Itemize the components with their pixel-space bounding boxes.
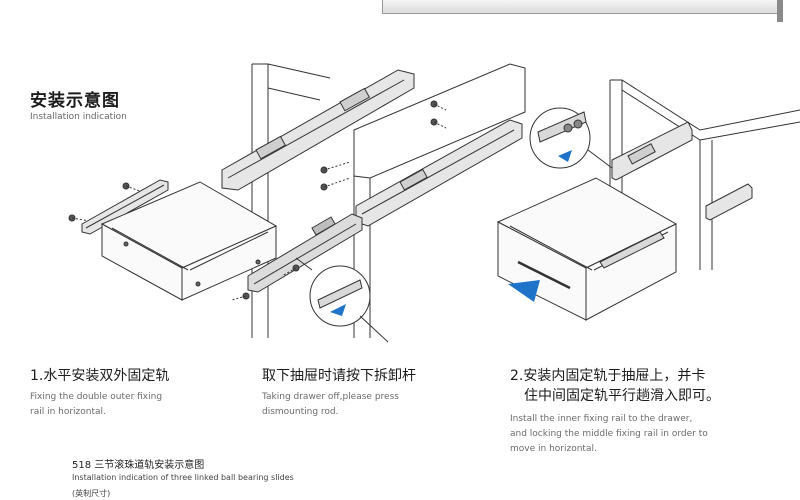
middle-rail	[247, 213, 363, 293]
drawer-inner-rail-left	[81, 179, 169, 235]
lower-outer-rail	[355, 119, 523, 227]
step-1-caption: 1.水平安装双外固定轨 Fixing the double outer fixi…	[30, 366, 169, 420]
drawer-box-step1	[100, 181, 278, 301]
screws-step1	[68, 100, 447, 301]
step-2-title-line1: 2.安装内固定轨于抽屉上，并卡	[510, 368, 706, 384]
step-release-caption: 取下抽屉时请按下拆卸杆 Taking drawer off,please pre…	[262, 366, 416, 420]
page-title: 安装示意图	[30, 91, 120, 111]
right-cabinet-step2	[609, 79, 800, 270]
step-2-description: Install the inner fixing rail to the dra…	[510, 412, 720, 457]
release-desc-line1: Taking drawer off,please press	[262, 392, 399, 402]
zoom-detail-release-lever	[295, 257, 389, 343]
step-1-desc-line2: rail in horizontal.	[30, 407, 106, 417]
step-2-desc-line2: and locking the middle fixing rail in or…	[510, 429, 708, 439]
release-title: 取下抽屉时请按下拆卸杆	[262, 368, 416, 384]
page-subtitle: Installation indication	[30, 112, 127, 122]
upper-outer-rail	[221, 69, 415, 191]
step-1-title: 1.水平安装双外固定轨	[30, 368, 170, 384]
drawer-box-step2	[496, 177, 678, 321]
step-1-description: Fixing the double outer fixing rail in h…	[30, 390, 169, 420]
release-desc-line2: dismounting rod.	[262, 407, 339, 417]
release-description: Taking drawer off,please press dismounti…	[262, 390, 416, 420]
footnote-english: Installation indication of three linked …	[72, 473, 294, 482]
zoom-detail-locking	[529, 107, 613, 169]
top-banner-edge	[777, 0, 783, 22]
step-2-desc-line3: move in horizontal.	[510, 444, 597, 454]
step-2-title-line2: 住中间固定轨平行趟滑入即可。	[524, 388, 720, 404]
footnote-model: 518 三节滚珠道轨安装示意图	[72, 460, 205, 471]
push-direction-arrow	[508, 280, 540, 302]
step-2-desc-line1: Install the inner fixing rail to the dra…	[510, 414, 693, 424]
step-1-desc-line1: Fixing the double outer fixing	[30, 392, 163, 402]
step-2-caption: 2.安装内固定轨于抽屉上，并卡 住中间固定轨平行趟滑入即可。 Install t…	[510, 366, 720, 457]
footnote-units: (英制尺寸)	[72, 489, 111, 498]
